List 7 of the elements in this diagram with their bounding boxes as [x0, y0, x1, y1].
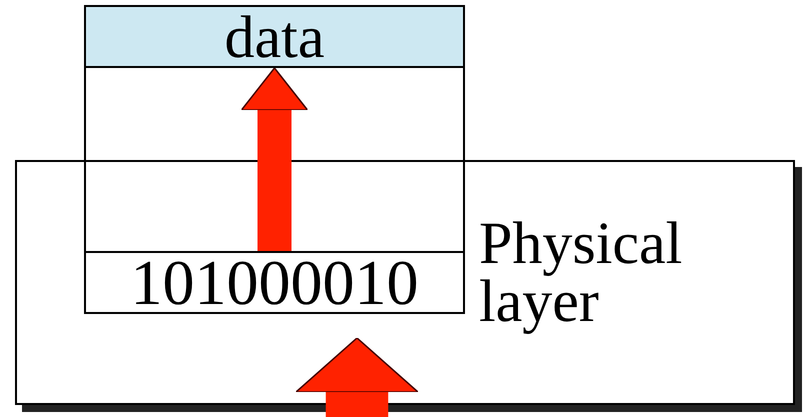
- bits-row: [84, 251, 465, 314]
- block-arrow: [240, 67, 308, 251]
- block-arrow: [295, 337, 419, 417]
- header-row: [84, 5, 465, 68]
- stack-column: [84, 5, 465, 253]
- bits-text: 101000010: [130, 253, 420, 313]
- header-text: data: [224, 9, 326, 65]
